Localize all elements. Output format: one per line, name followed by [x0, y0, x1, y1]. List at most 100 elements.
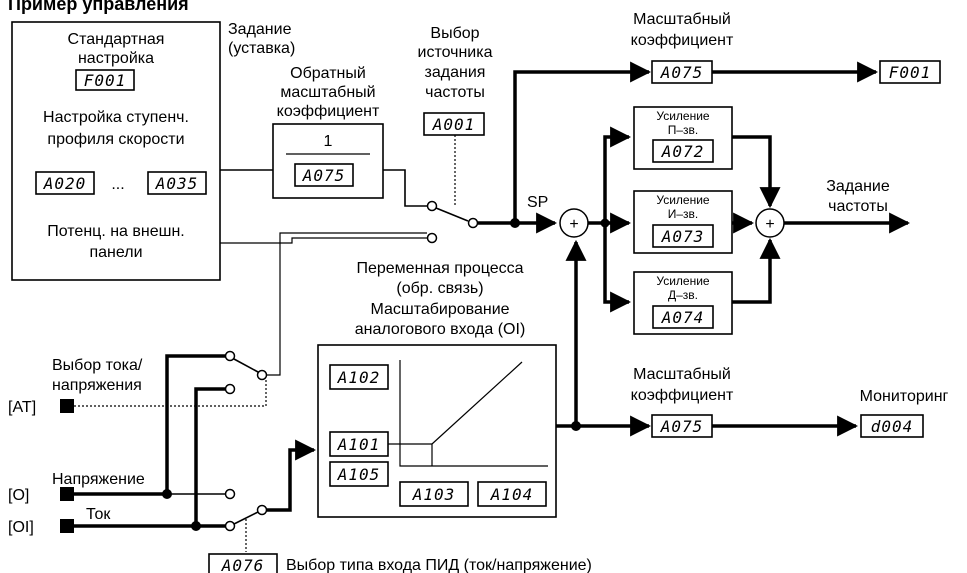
pid-switch-to-scaling: [266, 439, 317, 512]
pv-code-b1-box: [399, 481, 469, 507]
terminal-o-label: [O]: [8, 487, 29, 504]
pv-code-b1: A103: [412, 485, 456, 504]
pv-code-mid: A101: [337, 435, 381, 454]
top-scale-line1: Масштабный: [633, 11, 731, 28]
oi-to-cv-switch: [194, 387, 226, 526]
gain-i-code-box: [652, 224, 714, 248]
pot-line2: панели: [89, 244, 142, 261]
pv-line1: Переменная процесса: [356, 260, 523, 277]
setpoint-source-box: [11, 21, 221, 281]
pv-code-top: A102: [337, 368, 381, 387]
pid-type-code: A076: [221, 556, 265, 573]
pid-switch-common: [256, 504, 268, 516]
o-to-cv-switch: [165, 354, 226, 494]
multistep-ellipsis: ...: [111, 176, 124, 193]
multistep-to-box: [147, 171, 207, 195]
gain-p-line1: Усиление: [656, 109, 710, 123]
pv-code-b2: A104: [490, 485, 534, 504]
freq-select-line4: частоты: [425, 84, 485, 101]
monitoring-code: d004: [871, 417, 914, 436]
gain-i-line2: И–зв.: [668, 207, 699, 221]
scaling-axes: [399, 360, 548, 467]
at-control-line: [74, 378, 267, 407]
std-code: F001: [84, 71, 127, 90]
freq-setpoint-line1: Задание: [826, 178, 890, 195]
current-label: Ток: [86, 506, 111, 523]
inverse-scale-numerator: 1: [324, 133, 333, 150]
pot-line1: Потенц. на внешн.: [47, 223, 185, 240]
voltage-label: Напряжение: [52, 471, 145, 488]
gain-d-line2: Д–зв.: [668, 288, 698, 302]
freq-select-code: A001: [432, 115, 476, 134]
terminal-at-label: [AT]: [8, 399, 36, 416]
terminal-at: [60, 399, 74, 413]
inverse-scale-code: A075: [302, 166, 346, 185]
pv-code-mid-box: [329, 431, 389, 457]
freq-setpoint-line2: частоты: [828, 198, 888, 215]
multistep-from-box: [35, 171, 95, 195]
freq-select-line1: Выбор: [430, 25, 479, 42]
multistep-to: A035: [155, 174, 199, 193]
inverse-scale-line2: масштабный: [280, 84, 375, 101]
terminal-o: [60, 487, 74, 501]
inverse-scale-line1: Обратный: [290, 65, 366, 82]
inverse-to-switch-wire: [383, 169, 427, 207]
sp-label: SP: [527, 194, 548, 211]
gain-d-code: A074: [661, 308, 705, 327]
top-scale-line2: коэффициент: [631, 32, 734, 49]
pv-line3: Масштабирование: [370, 301, 509, 318]
sp-to-top-scale: [513, 61, 652, 223]
switch-common: [467, 217, 479, 229]
top-output-code-box: [879, 60, 941, 84]
std-line1: Стандартная: [68, 31, 165, 48]
bottom-scale-line2: коэффициент: [631, 387, 734, 404]
cv-switch-blade: [233, 358, 259, 373]
top-scale-code: A075: [660, 63, 704, 82]
top-output-code: F001: [889, 63, 932, 82]
pid-type-label: Выбор типа входа ПИД (ток/напряжение): [286, 557, 592, 573]
multistep-from: A020: [43, 174, 87, 193]
freq-select-line3: задания: [425, 64, 486, 81]
scaling-curve: [431, 361, 523, 445]
cv-switch-common: [256, 369, 268, 381]
gain-d-line1: Усиление: [656, 274, 710, 288]
monitoring-label: Мониторинг: [860, 388, 949, 405]
pv-code-low-box: [329, 461, 389, 487]
heading: Пример управления: [8, 0, 189, 14]
output-sum-plus: +: [765, 216, 774, 233]
pv-code-low: A105: [337, 465, 381, 484]
potentiometer-wire: [220, 237, 427, 244]
switch-contact-2: [426, 232, 438, 244]
error-to-p: [603, 126, 632, 223]
p-to-sum: [732, 135, 781, 209]
pid-type-code-box: [208, 553, 278, 573]
pv-code-b2-box: [477, 481, 547, 507]
gain-i-code: A073: [661, 227, 705, 246]
inverse-scale-code-box: [294, 163, 354, 187]
pv-line4: аналогового входа (OI): [355, 321, 526, 338]
error-to-d: [603, 223, 632, 313]
freq-select-line2: источника: [418, 44, 493, 61]
pv-line2: (обр. связь): [396, 280, 483, 297]
gain-p-code-box: [652, 139, 714, 163]
error-sum-plus: +: [569, 216, 578, 233]
setpoint-label-line2: (уставка): [228, 40, 295, 57]
bottom-scale-line1: Масштабный: [633, 366, 731, 383]
cv-select-line1: Выбор тока/: [52, 357, 143, 374]
gain-p-code: A072: [661, 142, 705, 161]
switch-contact-1: [426, 200, 438, 212]
cv-switch-contact-2: [224, 383, 236, 395]
freq-select-code-box: [423, 112, 485, 136]
pid-switch-contact-1: [224, 488, 236, 500]
d-to-sum: [732, 237, 781, 304]
pv-code-top-box: [329, 364, 389, 390]
std-code-box: [75, 69, 135, 91]
multistep-line1: Настройка ступенч.: [43, 109, 189, 126]
multistep-line2: профиля скорости: [47, 131, 184, 148]
terminal-oi-label: [OI]: [8, 519, 34, 536]
pid-switch-blade: [233, 511, 259, 525]
terminal-oi: [60, 519, 74, 533]
monitoring-code-box: [860, 414, 924, 438]
setpoint-label-line1: Задание: [228, 21, 292, 38]
